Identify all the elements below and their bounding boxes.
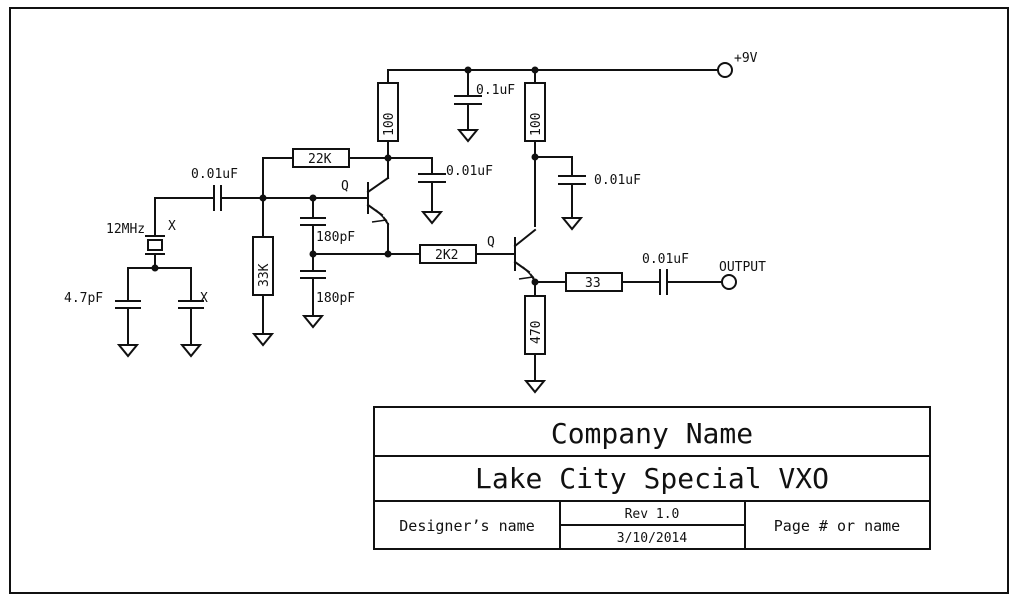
r470-label: 470 <box>529 321 544 344</box>
drawing-date: 3/10/2014 <box>617 531 688 546</box>
q1-label: Q <box>341 179 349 194</box>
trim-mark: X <box>200 291 208 306</box>
capacitor-bypass-top: 0.1uF <box>454 69 515 143</box>
transistor-q2: Q <box>487 228 539 297</box>
r2k2-label: 2K2 <box>435 248 458 263</box>
cap-collector-left-label: 0.01uF <box>446 164 493 179</box>
resistor-100-right: 100 0.01uF <box>524 69 641 231</box>
resistor-470: 470 <box>523 295 547 394</box>
r100-right-label: 100 <box>529 113 544 136</box>
crystal-label: 12MHz <box>106 222 145 237</box>
transistor-q1: Q <box>341 176 392 258</box>
cap-bypass-label: 0.1uF <box>476 83 515 98</box>
revision: Rev 1.0 <box>625 507 680 522</box>
sheet-border <box>9 7 1009 594</box>
cap-output-label: 0.01uF <box>642 252 689 267</box>
supply-label: +9V <box>734 51 758 66</box>
company-name: Company Name <box>551 417 753 450</box>
cap-collector-right-label: 0.01uF <box>594 173 641 188</box>
r33k-label: 33K <box>257 263 272 287</box>
r22k-label: 22K <box>308 152 332 167</box>
supply-rail: +9V <box>387 51 758 78</box>
cap-trim-label: 4.7pF <box>64 291 103 306</box>
resistor-33k: 33K <box>251 236 275 347</box>
designer-name: Designer’s name <box>399 517 534 535</box>
output-label: OUTPUT <box>719 260 766 275</box>
output-chain: 33 0.01uF OUTPUT <box>534 252 766 295</box>
capacitor-input: 0.01uF <box>154 167 264 211</box>
crystal-network: 12MHz X 4.7pF X <box>64 197 208 358</box>
cap-feedback-bottom-label: 180pF <box>316 291 355 306</box>
resistor-100-left: 100 <box>377 69 399 162</box>
resistor-2k2: 2K2 <box>387 244 516 264</box>
cap-feedback-top-label: 180pF <box>316 230 355 245</box>
cap-input-label: 0.01uF <box>191 167 238 182</box>
r100-left-label: 100 <box>382 113 397 136</box>
title-block: Company Name Lake City Special VXO Desig… <box>373 406 931 550</box>
q1-collector-network: 0.01uF <box>348 157 493 225</box>
drawing-title: Lake City Special VXO <box>475 462 829 495</box>
resistor-22k: 22K <box>262 148 350 168</box>
r33-label: 33 <box>585 276 601 291</box>
q2-label: Q <box>487 235 495 250</box>
crystal-mark: X <box>168 219 176 234</box>
page-name: Page # or name <box>774 517 900 535</box>
capacitor-feedback-pair: 180pF 180pF <box>300 197 389 329</box>
